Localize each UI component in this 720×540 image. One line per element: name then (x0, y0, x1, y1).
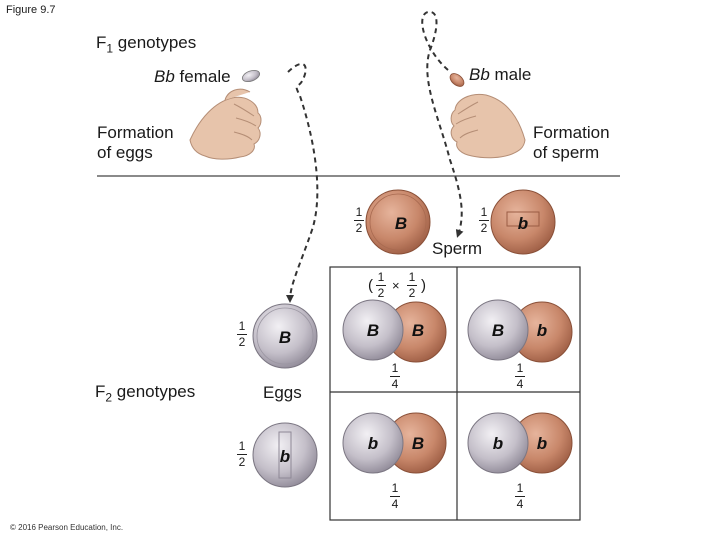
tossed-dime-icon (241, 69, 261, 83)
egg-dime-B-icon: B (252, 303, 318, 369)
sperm-B-allele: B (395, 214, 407, 233)
offspring-Bb-top-coins: B b (467, 299, 573, 363)
sperm-b-allele: b (518, 214, 528, 233)
sperm-path-arrow (421, 10, 464, 238)
female-label: Bb female (154, 67, 231, 86)
eggs-label: Eggs (263, 383, 302, 402)
male-label: Bb male (469, 65, 532, 84)
punnett-square-grid (329, 266, 581, 521)
BB-egg-allele: B (367, 321, 379, 340)
sperm-penny-B-icon: B (365, 189, 431, 255)
Bb-top-egg-allele: B (492, 321, 504, 340)
figure-label: Figure 9.7 (6, 4, 56, 16)
sperm-label: Sperm (432, 239, 483, 258)
egg-B-allele: B (279, 328, 291, 347)
f1-genotypes-heading: F1 genotypes (96, 33, 197, 56)
BB-sperm-allele: B (412, 321, 424, 340)
offspring-bb-coins: b b (467, 412, 573, 474)
tossed-penny-icon (449, 73, 465, 87)
offspring-bB-coins: b B (342, 412, 447, 474)
offspring-BB-coins: B B (342, 299, 447, 363)
egg-b-allele: b (280, 447, 290, 466)
bB-egg-allele: b (368, 434, 378, 453)
egg-path-arrow (286, 63, 319, 303)
sperm-penny-b-icon: b (490, 189, 556, 255)
bB-sperm-allele: B (412, 434, 424, 453)
Bb-top-sperm-allele: b (537, 321, 547, 340)
bb-egg-allele: b (493, 434, 503, 453)
male-hand-illustration (450, 93, 526, 159)
bb-sperm-allele: b (537, 434, 547, 453)
female-hand-illustration (189, 88, 262, 160)
egg-dime-b-icon: b (252, 422, 318, 488)
copyright-notice: © 2016 Pearson Education, Inc. (10, 523, 124, 532)
f2-genotypes-heading: F2 genotypes (95, 382, 196, 405)
